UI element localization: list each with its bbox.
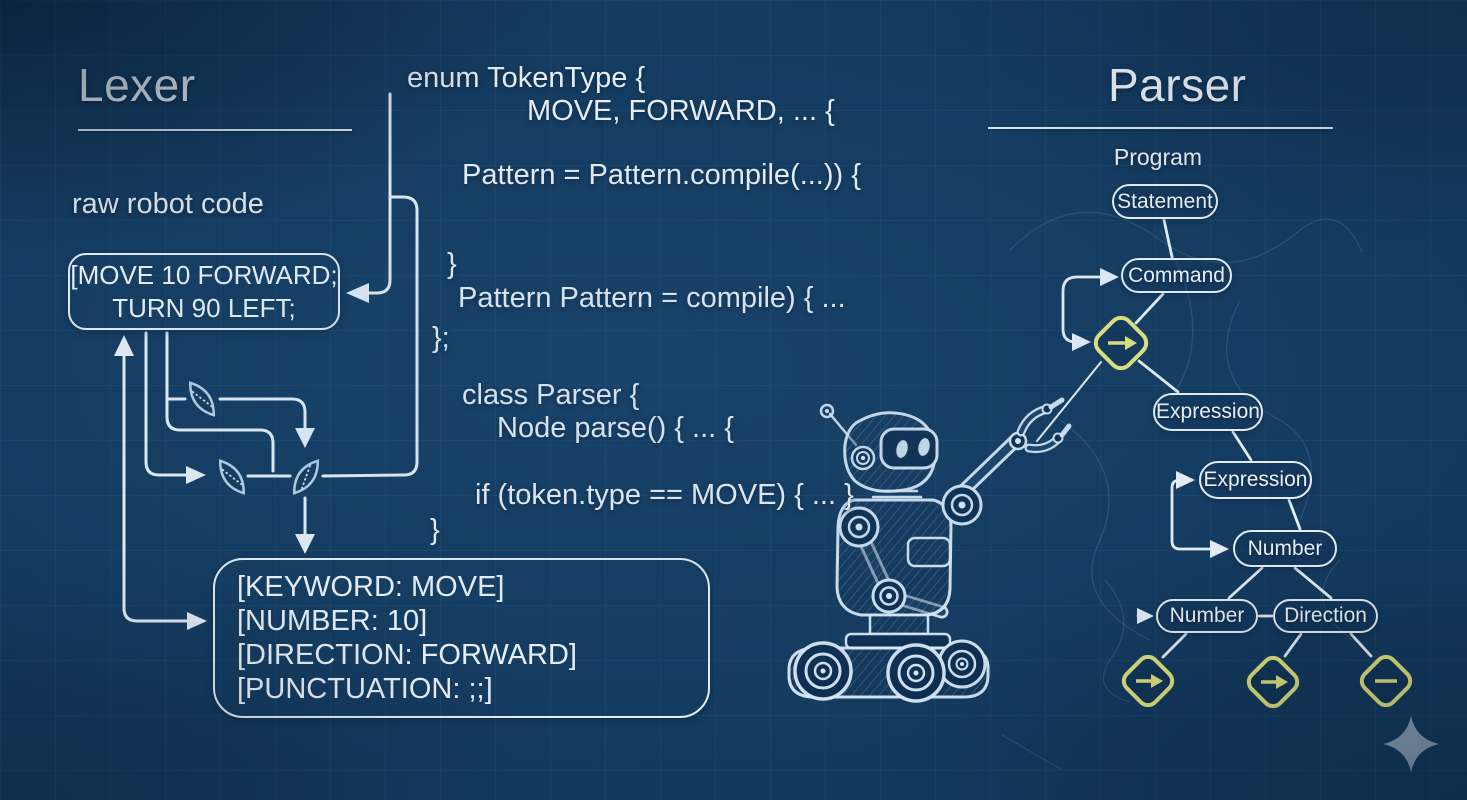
terminal-diamond-icon	[1359, 654, 1413, 708]
lexer-underline	[78, 129, 352, 131]
token-leaf-icon	[188, 381, 216, 417]
raw-code-line: [MOVE 10 FORWARD;	[70, 259, 338, 290]
lexer-title: Lexer	[78, 59, 196, 111]
token-leaf-icon	[292, 459, 320, 495]
tree-node-expression: Expression	[1199, 461, 1312, 499]
parser-title: Parser	[1108, 59, 1247, 111]
robot-head	[843, 411, 939, 493]
token-output-box: [KEYWORD: MOVE] [NUMBER: 10] [DIRECTION:…	[213, 558, 710, 718]
tree-root-label: Program	[1113, 144, 1203, 170]
code-line: }	[430, 514, 440, 546]
tree-node-statement: Statement	[1112, 184, 1218, 219]
code-line: if (token.type == MOVE) { ... }	[475, 479, 854, 511]
code-line: }	[447, 248, 457, 280]
tree-node-command: Command	[1121, 258, 1232, 293]
robot-cart-base	[787, 613, 990, 703]
robot-sketch	[787, 397, 1072, 703]
tree-node-direction: Direction	[1273, 599, 1378, 633]
terminal-diamond-icon	[1246, 655, 1300, 709]
robot-wheel	[937, 639, 987, 689]
code-line: MOVE, FORWARD, ... {	[527, 95, 835, 127]
token-line: [PUNCTUATION: ;;]	[237, 673, 493, 705]
code-line: Pattern Pattern = compile) { ...	[458, 282, 846, 314]
code-line: };	[432, 322, 450, 354]
tree-node-number: Number	[1233, 530, 1337, 567]
code-line: Pattern = Pattern.compile(...)) {	[462, 159, 861, 191]
robot-wheel	[886, 643, 946, 703]
lexer-flow-lines	[122, 92, 419, 623]
token-line: [DIRECTION: FORWARD]	[237, 639, 577, 671]
robot-claw-hand	[1008, 397, 1072, 454]
token-leaf-icon	[218, 459, 246, 495]
parse-tree-arrowheads	[1072, 268, 1229, 624]
code-line: enum TokenType {	[407, 62, 646, 94]
raw-code-box: [MOVE 10 FORWARD; TURN 90 LEFT;	[68, 253, 340, 330]
lexer-subtitle: raw robot code	[72, 188, 264, 220]
code-line: class Parser {	[462, 379, 640, 411]
parser-underline	[988, 127, 1333, 129]
token-line: [NUMBER: 10]	[237, 605, 428, 637]
tree-node-expression: Expression	[1153, 393, 1263, 431]
robot-wheel	[793, 641, 853, 701]
raw-code-line: TURN 90 LEFT;	[112, 292, 296, 323]
sparkle-star-icon	[1383, 716, 1439, 772]
tree-node-number: Number	[1156, 599, 1258, 633]
token-line: [KEYWORD: MOVE]	[237, 571, 505, 603]
code-line: Node parse() { ... {	[497, 412, 734, 444]
